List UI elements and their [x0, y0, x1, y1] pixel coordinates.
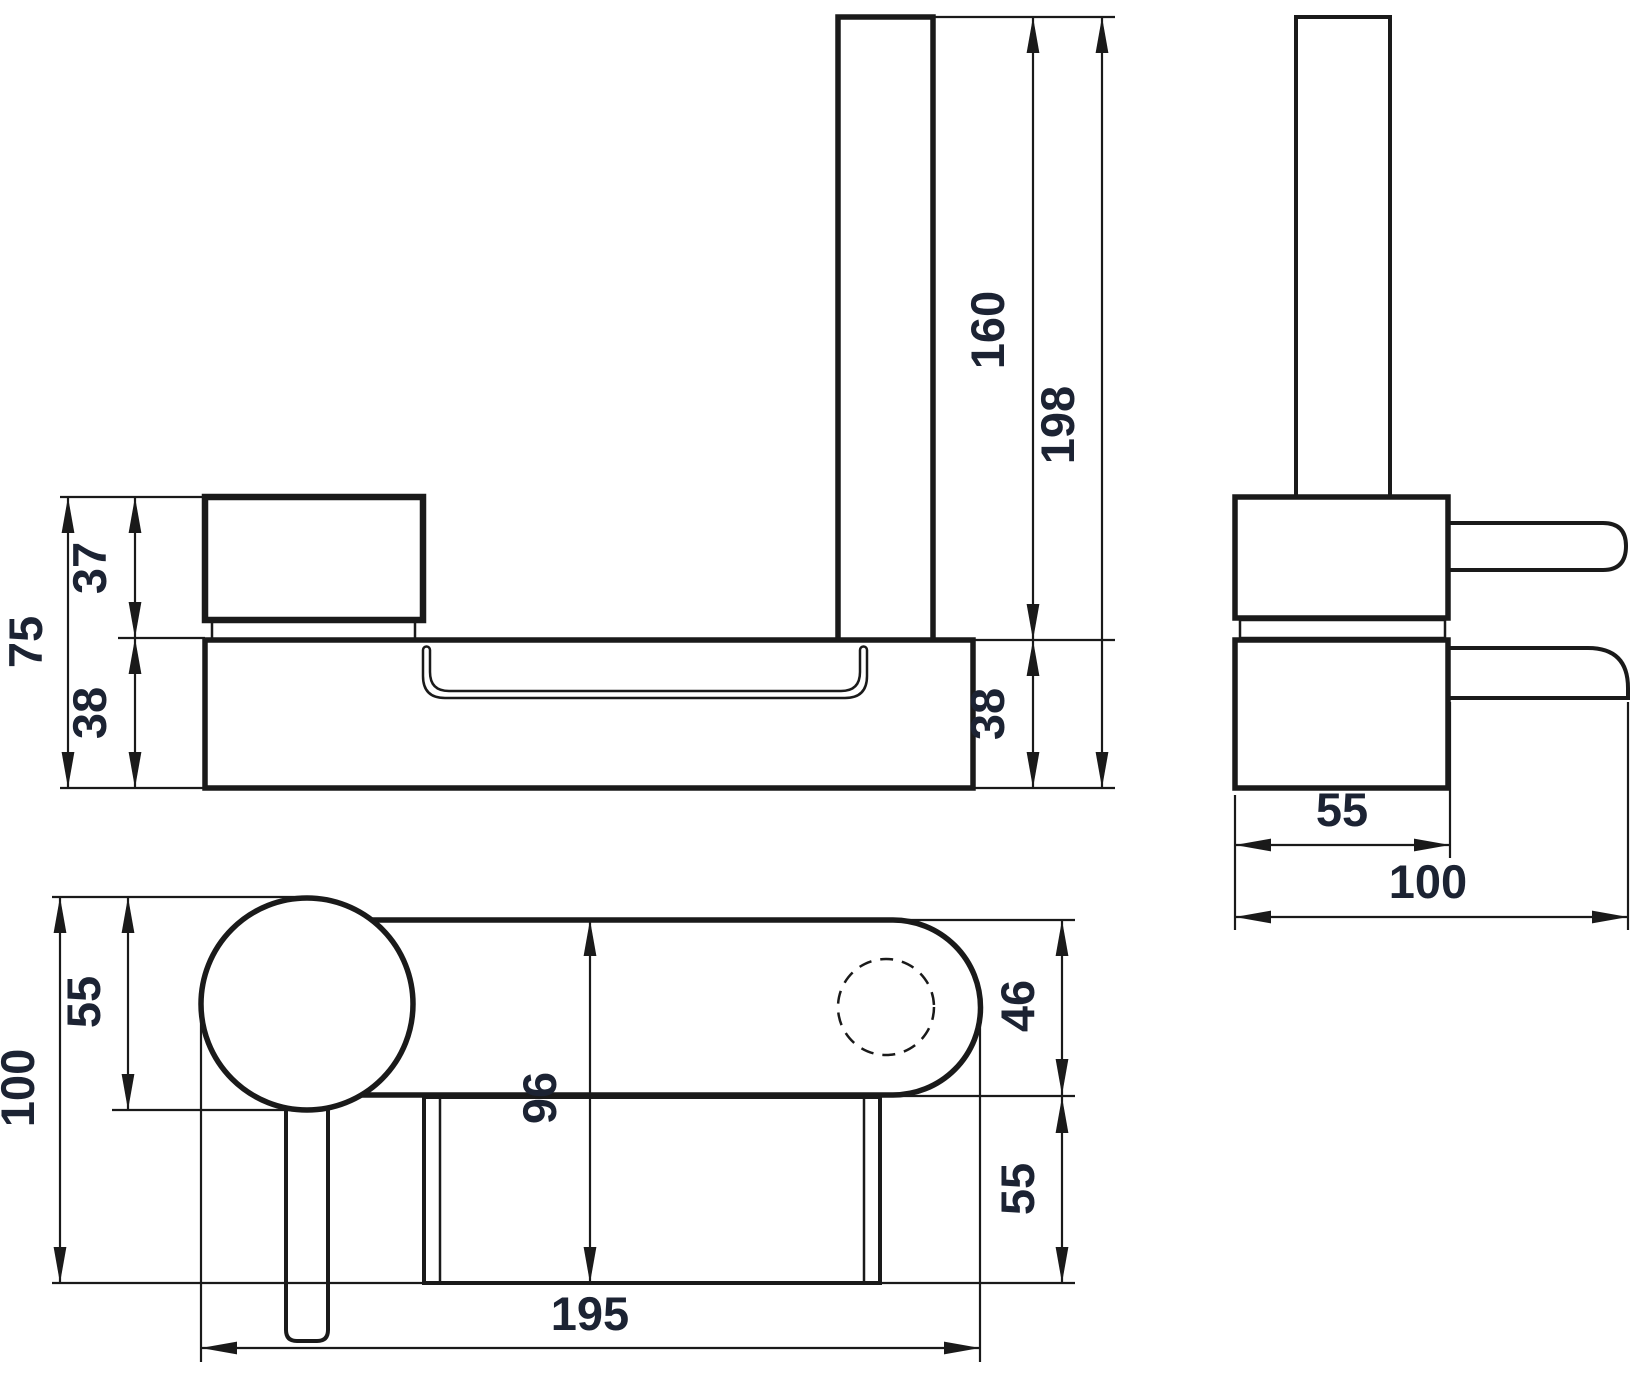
handle-lever-plan [284, 1108, 330, 1343]
aerator-slot [421, 645, 869, 700]
side-view: 55 100 [1232, 15, 1630, 930]
body-outline [202, 637, 976, 791]
wall-plate [422, 1095, 882, 1285]
dim-label-46: 46 [991, 980, 1044, 1032]
dimension-total-height: 198 [1031, 17, 1109, 788]
dimension-spout-height: 160 [961, 17, 1040, 640]
dimension-overall-height: 75 [0, 497, 75, 788]
dim-label-38-right: 38 [961, 688, 1014, 740]
dimension-overall-depth-side: 100 [1235, 855, 1628, 924]
dim-label-198: 198 [1031, 386, 1084, 464]
dim-label-96: 96 [513, 1072, 566, 1124]
side-spout-outline [1294, 15, 1392, 497]
dimension-body-height-right: 38 [961, 640, 1040, 788]
dimension-plate-depth: 96 [513, 920, 597, 1283]
dimension-body-width: 46 [991, 920, 1069, 1095]
dimension-body-depth: 55 [1235, 783, 1450, 852]
dim-label-37: 37 [63, 542, 116, 594]
body-pill [361, 917, 984, 1098]
side-upper-block [1232, 494, 1451, 621]
side-lower-block [1232, 637, 1451, 791]
dim-label-100-top: 100 [0, 1049, 44, 1127]
spout-outlet [1448, 646, 1630, 700]
dimension-handle-height: 37 [63, 497, 142, 638]
handle-lever [1448, 521, 1629, 572]
dimension-handle-diameter: 55 [57, 897, 135, 1110]
spout-outline [835, 14, 936, 640]
dim-label-55-right: 55 [991, 1163, 1044, 1215]
side-collar [1238, 618, 1447, 640]
aerator-hole [836, 957, 936, 1057]
dim-label-75: 75 [0, 616, 52, 668]
dimension-overall-length: 195 [201, 1287, 980, 1355]
dimension-plate-width: 55 [991, 1097, 1069, 1283]
handle-collar [210, 619, 417, 641]
handle-knob-circle [198, 895, 416, 1113]
dim-label-100-side: 100 [1389, 855, 1467, 908]
dim-label-195: 195 [551, 1287, 629, 1340]
handle-block [201, 493, 427, 624]
dim-label-38-left: 38 [63, 687, 116, 739]
dim-label-160: 160 [961, 291, 1014, 369]
top-view: 55 100 96 46 55 195 [0, 895, 1075, 1362]
dim-label-55-side: 55 [1316, 783, 1368, 836]
dimension-overall-depth-top: 100 [0, 897, 67, 1283]
dimension-body-height-left: 38 [63, 638, 142, 788]
dim-label-55-top: 55 [57, 976, 110, 1028]
front-view: 75 37 38 160 38 198 [0, 14, 1115, 791]
